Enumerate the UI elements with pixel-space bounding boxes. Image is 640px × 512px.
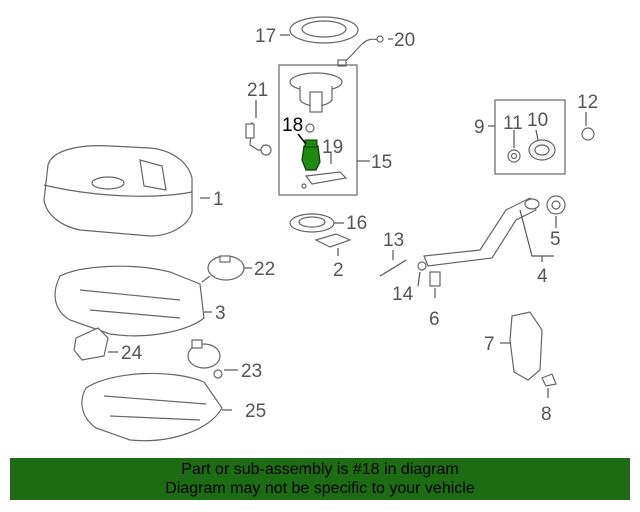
- callout-2: 2: [333, 260, 344, 281]
- banner-line-2: Diagram may not be specific to your vehi…: [165, 480, 475, 497]
- part-4-filler-pipe[interactable]: [423, 197, 540, 267]
- part-5-cap[interactable]: [546, 195, 566, 215]
- part-24-bracket[interactable]: [73, 327, 109, 361]
- callout-3: 3: [215, 303, 226, 324]
- callout-14: 14: [392, 284, 414, 305]
- part-20-harness[interactable]: [337, 35, 384, 67]
- part-8-clip[interactable]: [541, 373, 557, 387]
- parts-diagram: 17 20 15 19 18 21: [43, 16, 598, 442]
- callout-20: 20: [394, 30, 415, 51]
- part-7-shield[interactable]: [509, 311, 543, 381]
- part-13-hose[interactable]: [379, 259, 407, 277]
- part-16-gasket[interactable]: [289, 213, 335, 233]
- part-6-fitting[interactable]: [429, 271, 441, 287]
- callout-24: 24: [121, 343, 143, 364]
- callout-4: 4: [537, 266, 548, 287]
- info-banner: Part or sub-assembly is #18 in diagram D…: [10, 458, 630, 500]
- callout-21: 21: [247, 80, 268, 101]
- part-25-under-cover[interactable]: [81, 372, 223, 442]
- callout-22: 22: [254, 259, 275, 280]
- part-19-filter[interactable]: [304, 171, 348, 185]
- callout-11: 11: [503, 113, 523, 134]
- callout-10: 10: [527, 110, 548, 131]
- part-11-seal[interactable]: [507, 149, 521, 163]
- part-2-plate[interactable]: [314, 233, 352, 248]
- part-15-box: [278, 64, 358, 196]
- part-21-sender[interactable]: [245, 121, 272, 156]
- part-22-canister[interactable]: [201, 255, 245, 283]
- part-10-door[interactable]: [528, 139, 556, 161]
- callout-13: 13: [383, 230, 404, 251]
- callout-7: 7: [484, 334, 495, 355]
- part-18-fuel-pump[interactable]: [301, 139, 321, 171]
- callout-9: 9: [474, 117, 485, 138]
- callout-25: 25: [245, 401, 266, 422]
- callout-19: 19: [322, 137, 343, 158]
- callout-18: 18: [282, 115, 303, 136]
- callout-16: 16: [346, 213, 367, 234]
- callout-6: 6: [429, 309, 440, 330]
- callout-15: 15: [371, 152, 392, 173]
- part-17-cover[interactable]: [289, 16, 359, 44]
- part-15-pump-assembly[interactable]: [289, 72, 343, 189]
- part-1-fuel-tank[interactable]: [43, 145, 193, 237]
- part-14-clamp[interactable]: [417, 261, 427, 271]
- callout-1: 1: [213, 189, 224, 210]
- banner-line-1: Part or sub-assembly is #18 in diagram: [181, 461, 459, 478]
- part-23-valve[interactable]: [187, 339, 223, 379]
- part-3-protector[interactable]: [54, 265, 205, 337]
- callout-8: 8: [541, 404, 552, 425]
- callout-23: 23: [241, 361, 262, 382]
- callout-17: 17: [255, 26, 276, 47]
- callout-12: 12: [577, 92, 598, 113]
- part-9-box: [494, 99, 566, 175]
- part-12-grommet[interactable]: [581, 127, 595, 141]
- callout-5: 5: [550, 229, 561, 250]
